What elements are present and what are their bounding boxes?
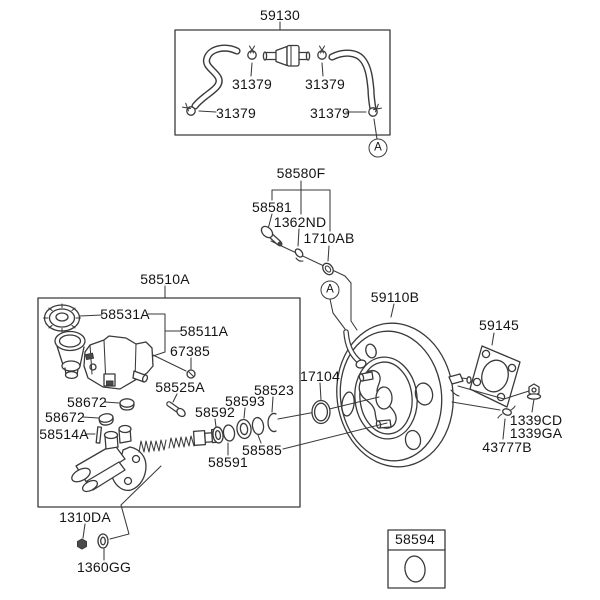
part-label-58594: 58594 <box>395 531 435 547</box>
vacuum-fitting-group <box>260 180 358 331</box>
reservoir-screw-drawing <box>152 354 196 379</box>
washer-drawing <box>97 533 109 549</box>
part-label-58531A: 58531A <box>100 306 150 322</box>
booster-o-ring-drawing <box>311 399 331 425</box>
part-label-67385: 67385 <box>170 343 210 359</box>
part-label-58672: 58672 <box>67 394 107 410</box>
part-label-58591: 58591 <box>208 454 248 470</box>
part-label-31379: 31379 <box>216 105 256 121</box>
vacuum-elbow-drawing <box>343 329 367 369</box>
master-cylinder-body-drawing <box>71 424 147 493</box>
part-label-58511A: 58511A <box>179 323 229 339</box>
gasket-drawing <box>469 332 521 408</box>
check-valve-drawing <box>262 44 311 67</box>
part-label-1339GA: 1339GA <box>509 425 563 441</box>
retainer-clip-drawing <box>497 405 516 419</box>
part-label-58672: 58672 <box>45 409 85 425</box>
part-label-58593: 58593 <box>225 393 265 409</box>
roll-pin-drawing <box>84 426 103 444</box>
mount-nut-washer-group <box>77 523 109 561</box>
part-label-58585: 58585 <box>242 442 282 458</box>
part-label-1710AB: 1710AB <box>303 230 355 246</box>
part-label-31379: 31379 <box>310 105 350 121</box>
part-label-1362ND: 1362ND <box>273 214 327 230</box>
grommet-drawing <box>82 398 135 426</box>
booster-side-port-drawing <box>448 373 472 397</box>
part-label-1339CD: 1339CD <box>509 412 563 428</box>
reservoir-drawing <box>83 335 154 390</box>
mount-hardware-group <box>451 383 542 440</box>
reservoir-cap-drawing <box>42 303 82 333</box>
part-label-1310DA: 1310DA <box>59 509 111 525</box>
callout-A-1: A <box>368 138 388 158</box>
part-label-31379: 31379 <box>305 76 345 92</box>
part-label-58523: 58523 <box>254 382 294 398</box>
vacuum-hose-right-drawing <box>328 49 377 113</box>
part-label-59130: 59130 <box>260 7 300 23</box>
vacuum-hose-kit-box <box>174 21 391 140</box>
callout-A-2: A <box>320 280 340 300</box>
flange-nut-drawing <box>77 538 87 550</box>
part-label-58525A: 58525A <box>155 379 205 395</box>
hose-clamp-icon <box>181 102 196 116</box>
part-label-58510A: 58510A <box>140 271 190 287</box>
master-cylinder-kit-box <box>37 285 301 540</box>
part-label-31379: 31379 <box>232 76 272 92</box>
brake-booster-drawing <box>336 303 472 468</box>
part-label-58581: 58581 <box>252 199 292 215</box>
hose-clamp-icon <box>247 45 257 60</box>
part-label-58580F: 58580F <box>276 165 326 181</box>
clip-drawing <box>294 248 304 262</box>
washer-drawing <box>322 262 334 276</box>
filler-neck-drawing <box>54 330 86 380</box>
fitting-drawing <box>260 225 283 247</box>
piston-assembly-drawing <box>138 396 277 456</box>
part-label-1360GG: 1360GG <box>76 559 132 575</box>
hose-clamp-icon <box>317 45 327 60</box>
seal-kit-box <box>387 529 446 589</box>
part-label-43777B: 43777B <box>482 439 532 455</box>
o-ring-drawing <box>404 555 426 583</box>
part-label-58592: 58592 <box>195 404 235 420</box>
hose-clamp-icon <box>368 103 383 117</box>
vacuum-hose-left-drawing <box>191 44 241 110</box>
part-label-59110B: 59110B <box>370 289 420 305</box>
reservoir-bolt-drawing <box>166 393 186 418</box>
part-label-59145: 59145 <box>479 317 519 333</box>
part-label-58514A: 58514A <box>39 426 89 442</box>
part-label-17104: 17104 <box>300 368 340 384</box>
